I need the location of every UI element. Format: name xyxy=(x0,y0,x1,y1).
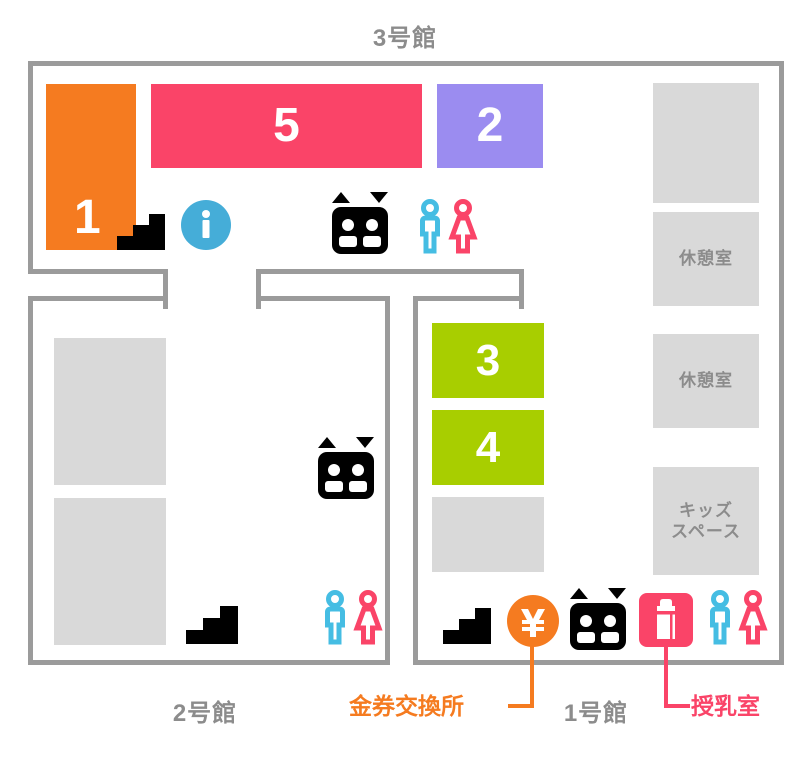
information-icon[interactable] xyxy=(181,200,231,250)
yen-exchange-icon[interactable] xyxy=(507,595,559,647)
callout-label-yen: 金券交換所 xyxy=(349,693,464,719)
shop-block-4[interactable]: 4 xyxy=(432,410,544,485)
wall-corridor-connector-a xyxy=(163,269,168,309)
wall-3gokan-bottom-mid xyxy=(256,269,524,274)
leader-line-yen-horizontal xyxy=(508,704,534,708)
wall-corridor-connector-b xyxy=(256,269,261,309)
room-blank-top-right xyxy=(653,83,759,203)
wall-2gokan-top-right xyxy=(256,296,390,301)
shop-block-3[interactable]: 3 xyxy=(432,323,544,398)
leader-line-yen-vertical xyxy=(530,640,534,708)
room-blank-2gokan-upper xyxy=(54,338,166,485)
wall-2gokan-right xyxy=(385,296,390,665)
restroom-icon[interactable] xyxy=(415,199,481,254)
stairs-icon[interactable] xyxy=(117,203,165,250)
building-label-1gokan: 1号館 xyxy=(563,700,629,727)
wall-corridor-connector-c xyxy=(519,269,524,309)
wall-3gokan-right xyxy=(779,61,784,665)
elevator-icon[interactable] xyxy=(318,437,374,499)
room-blank-2gokan-lower xyxy=(54,498,166,645)
shop-block-1[interactable]: 1 xyxy=(46,84,136,250)
shop-label-5: 5 xyxy=(273,99,300,152)
leader-line-nursing-horizontal xyxy=(664,704,690,708)
restroom-icon[interactable] xyxy=(320,590,386,645)
shop-block-5[interactable]: 5 xyxy=(151,84,422,168)
room-rest-2: 休憩室 xyxy=(653,334,759,428)
room-label-rest-2: 休憩室 xyxy=(679,371,733,391)
room-label-kids: キッズ スペース xyxy=(671,500,741,541)
wall-3gokan-left xyxy=(28,61,33,274)
wall-2gokan-left xyxy=(28,296,33,665)
wall-1gokan-left xyxy=(413,296,418,665)
wall-3gokan-bottom-left xyxy=(28,269,168,274)
shop-label-2: 2 xyxy=(476,99,504,152)
nursing-room-icon[interactable] xyxy=(639,593,693,647)
wall-1gokan-top xyxy=(413,296,524,301)
restroom-icon[interactable] xyxy=(705,590,771,645)
shop-label-3: 3 xyxy=(475,335,501,385)
wall-1gokan-bottom xyxy=(413,660,784,665)
wall-2gokan-bottom xyxy=(28,660,390,665)
shop-block-2[interactable]: 2 xyxy=(437,84,543,168)
stairs-icon[interactable] xyxy=(186,594,238,644)
leader-line-nursing-vertical xyxy=(664,640,668,708)
wall-2gokan-top xyxy=(28,296,168,301)
room-kids-space: キッズ スペース xyxy=(653,467,759,575)
room-label-rest-1: 休憩室 xyxy=(679,249,733,269)
callout-label-nursing: 授乳室 xyxy=(691,693,760,719)
room-rest-1: 休憩室 xyxy=(653,212,759,306)
elevator-icon[interactable] xyxy=(570,588,626,650)
shop-label-4: 4 xyxy=(475,422,501,472)
building-title-3gokan: 3号館 xyxy=(372,25,438,52)
elevator-icon[interactable] xyxy=(332,192,388,254)
shop-label-1: 1 xyxy=(74,191,101,244)
wall-3gokan-top xyxy=(28,61,784,66)
room-blank-under-4 xyxy=(432,497,544,572)
stairs-icon[interactable] xyxy=(443,597,491,644)
building-label-2gokan: 2号館 xyxy=(172,700,238,727)
